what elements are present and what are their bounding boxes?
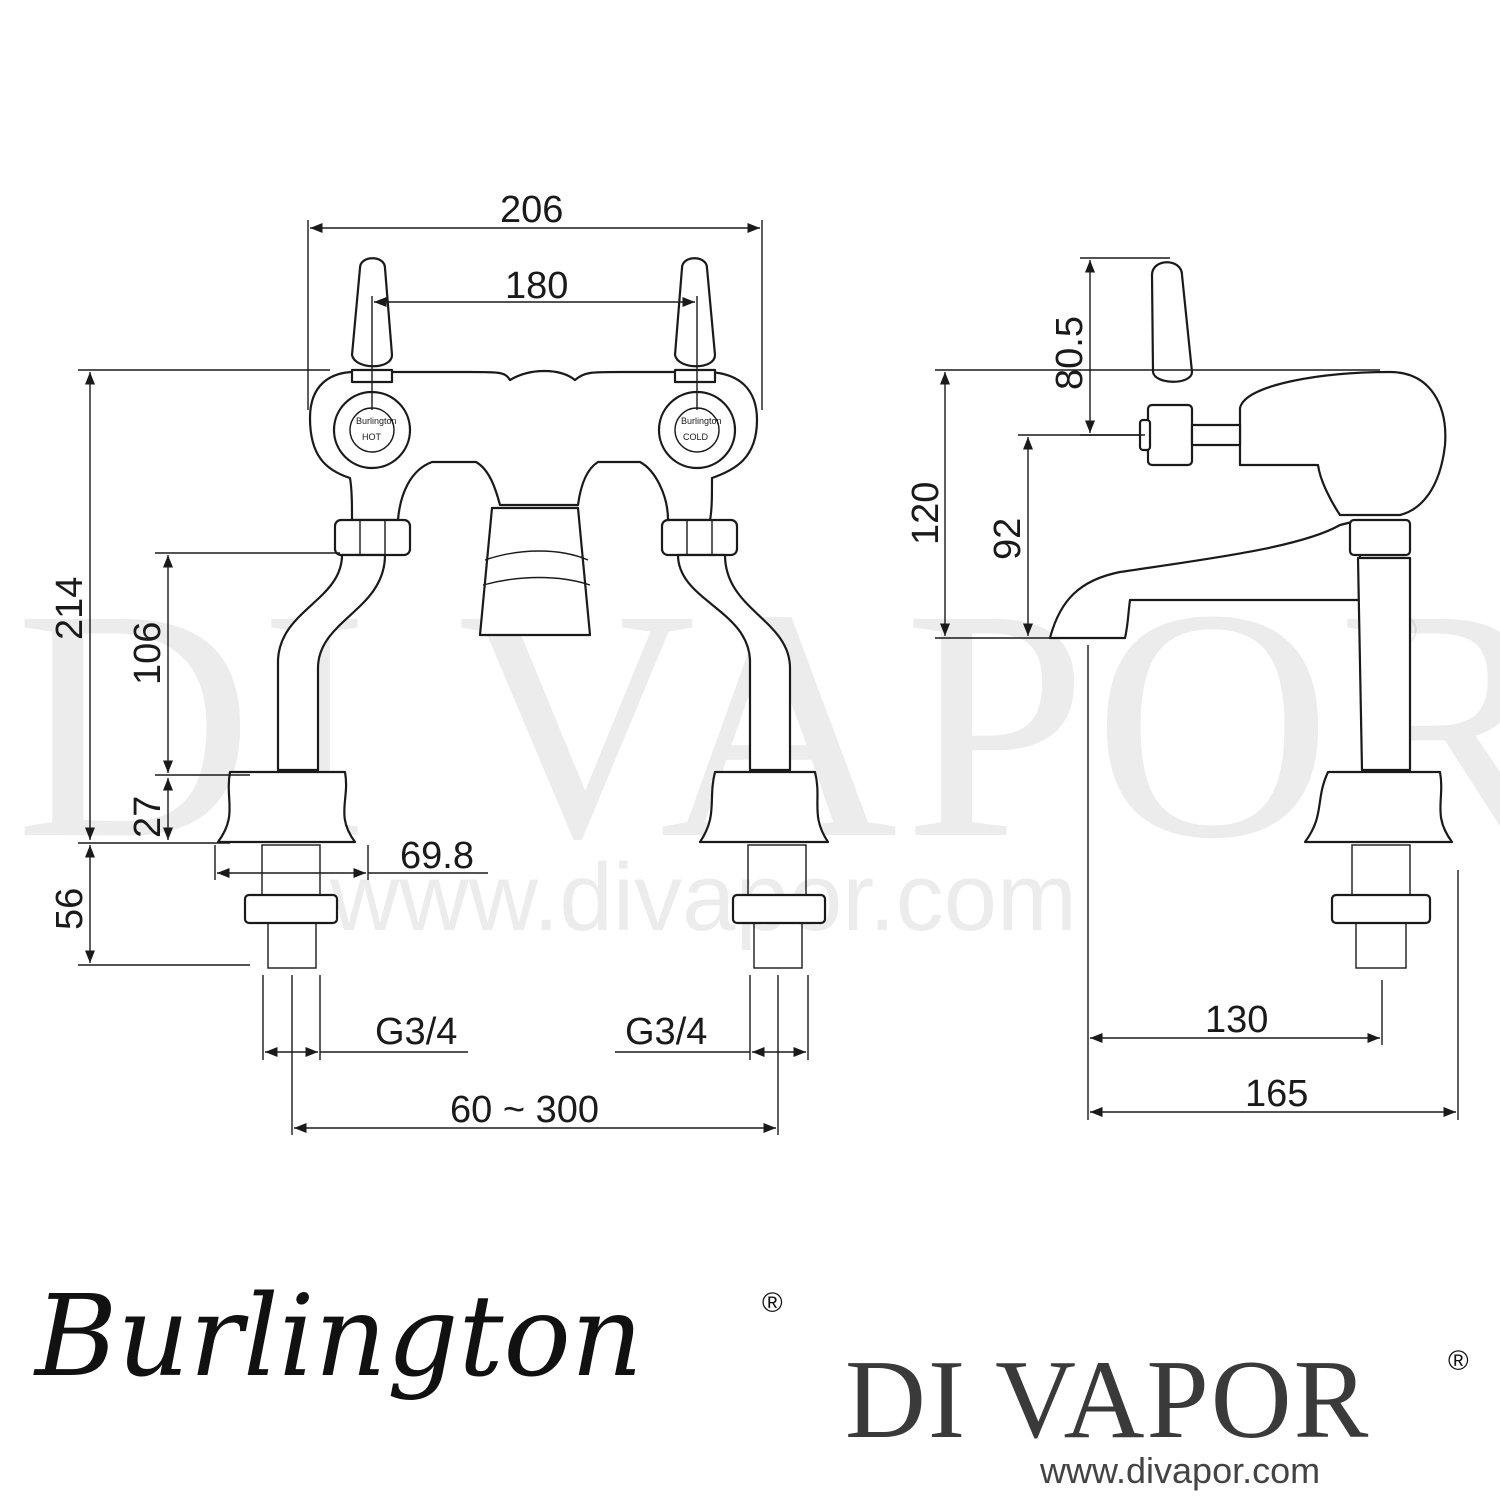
side-spout [1048, 518, 1362, 640]
hot-leg [276, 553, 387, 772]
front-spout [478, 506, 592, 637]
hot-brand-text: Burlington [356, 416, 397, 426]
dim-130: 130 [1205, 999, 1268, 1041]
hot-base [216, 770, 357, 844]
dim-106: 106 [127, 622, 169, 685]
side-base [1303, 770, 1454, 844]
side-hex-nut [1348, 518, 1412, 557]
dim-214: 214 [49, 577, 91, 640]
dim-80-5: 80.5 [1049, 316, 1091, 390]
side-body [1238, 370, 1447, 517]
burlington-reg: ® [762, 1287, 783, 1318]
dim-27: 27 [127, 796, 169, 838]
side-dimensions: 80.5 120 92 130 165 [905, 257, 1459, 1120]
hot-label: HOT [362, 432, 382, 442]
dim-206: 206 [500, 189, 563, 231]
side-view [1048, 261, 1454, 969]
dim-165: 165 [1245, 1073, 1308, 1115]
cold-base [698, 770, 830, 844]
dim-120: 120 [905, 482, 947, 545]
watermark-url: www.divapor.com [329, 844, 1077, 951]
divapor-logo: DI VAPOR [845, 1338, 1370, 1462]
front-dimensions: 206 180 214 106 27 56 69.8 G3/4 G3/4 [49, 189, 809, 1135]
front-view: Burlington HOT Burlington COLD [216, 257, 830, 969]
dim-g34-right: G3/4 [625, 1011, 707, 1053]
divapor-reg: ® [1448, 1345, 1469, 1376]
footer-logos: Burlington ® DI VAPOR ® www.divapor.com [33, 1272, 1469, 1491]
side-leg [1356, 556, 1412, 772]
cold-leg [676, 553, 792, 772]
side-valve [1146, 403, 1194, 467]
dim-180: 180 [505, 265, 568, 307]
cold-hex-nut [660, 518, 739, 557]
cold-lever [673, 257, 717, 368]
side-lever [1150, 261, 1194, 383]
dim-92: 92 [987, 518, 1029, 560]
bridge-body [308, 370, 759, 522]
cold-label: COLD [683, 432, 709, 442]
divapor-url: www.divapor.com [1039, 1450, 1320, 1491]
dim-69-8: 69.8 [400, 835, 474, 877]
burlington-logo: Burlington [33, 1272, 643, 1402]
dim-56: 56 [49, 888, 91, 930]
cold-brand-text: Burlington [681, 416, 722, 426]
hot-hex-nut [333, 518, 412, 557]
dim-60-300: 60 ~ 300 [450, 1089, 599, 1131]
dim-g34-left: G3/4 [375, 1011, 457, 1053]
